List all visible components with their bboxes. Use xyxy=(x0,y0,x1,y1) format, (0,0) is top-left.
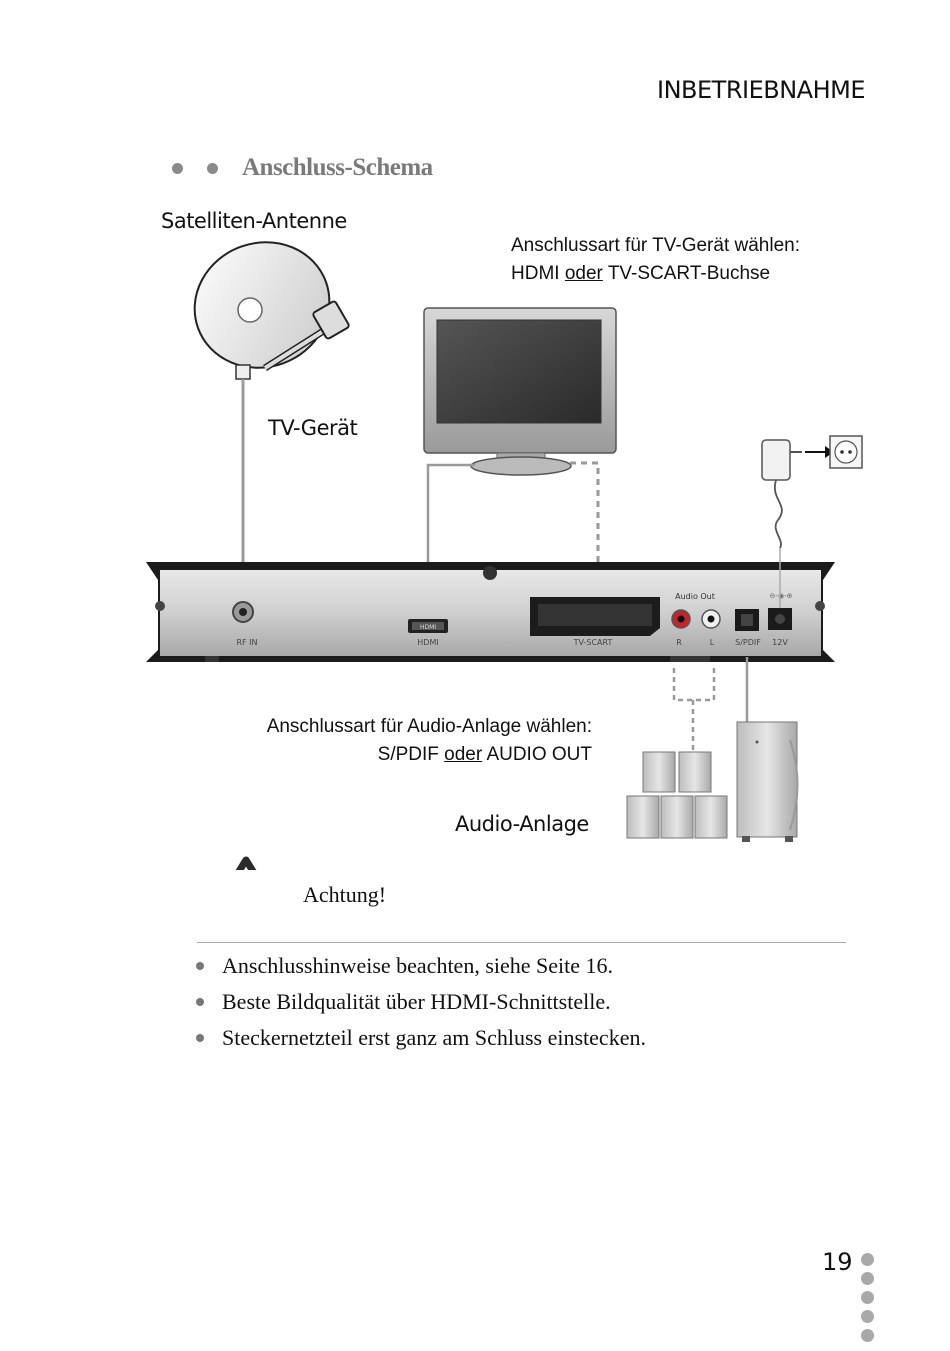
bullet-dot xyxy=(196,1034,204,1042)
audio-label: Audio-Anlage xyxy=(455,812,589,836)
warning-bullet-list: Anschlusshinweise beachten, siehe Seite … xyxy=(196,948,646,1056)
audio-l-port xyxy=(701,609,721,629)
audio-note-audio-out: AUDIO OUT xyxy=(486,744,592,765)
scart-cable xyxy=(570,461,600,600)
audio-note-line1: Anschlussart für Audio-Anlage wählen: xyxy=(266,716,592,737)
section-title: Anschluss-Schema xyxy=(242,154,433,181)
audio-l-label: L xyxy=(710,638,715,647)
page-header-title: INBETRIEBNAHME xyxy=(657,76,866,104)
tv-note-scart: TV-SCART-Buchse xyxy=(607,263,771,284)
rf-in-label: RF IN xyxy=(236,638,257,647)
heading-dot xyxy=(172,162,183,174)
tv-scart-label: TV-SCART xyxy=(573,638,613,647)
tv-label: TV-Gerät xyxy=(268,416,358,440)
page-dot xyxy=(861,1310,874,1323)
audio-out-label: Audio Out xyxy=(675,592,715,601)
spdif-port xyxy=(735,609,759,631)
heading-dot xyxy=(207,162,218,174)
dc-12v-port xyxy=(768,608,792,630)
tv-note-or: oder xyxy=(564,263,603,284)
wall-socket-icon xyxy=(829,435,863,469)
warning-title: Achtung! xyxy=(303,882,387,907)
page-dot xyxy=(861,1291,874,1304)
page-dot xyxy=(861,1272,874,1285)
section-heading: Anschluss-Schema xyxy=(172,154,433,182)
audio-note-spdif: S/PDIF xyxy=(377,744,439,765)
tv-note-line2: HDMI oder TV-SCART-Buchse xyxy=(511,260,800,288)
list-item-text: Beste Bildqualität über HDMI-Schnittstel… xyxy=(222,989,611,1014)
audio-r-port xyxy=(671,609,691,629)
hdmi-port xyxy=(408,619,448,633)
antenna-label: Satelliten-Antenne xyxy=(161,209,347,233)
audio-out-cable xyxy=(672,668,716,702)
page-dot xyxy=(861,1253,874,1266)
bullet-dot xyxy=(196,962,204,970)
page-dots-decoration xyxy=(861,1253,874,1342)
divider xyxy=(197,942,846,943)
power-adapter-icon xyxy=(761,439,834,549)
page-dot xyxy=(861,1329,874,1342)
connection-diagram: RF IN HDMI HDMI TV-SCART Audio Out R L S… xyxy=(146,241,863,870)
bullet-dot xyxy=(196,998,204,1006)
rf-in-port xyxy=(232,601,254,623)
dc-12v-label: 12V xyxy=(772,638,788,647)
satellite-dish-icon xyxy=(193,241,350,380)
list-item: Beste Bildqualität über HDMI-Schnittstel… xyxy=(196,984,646,1020)
tv-icon xyxy=(423,307,617,476)
dc-polarity-symbol: ⊖-◉-⊕ xyxy=(770,592,793,600)
page-number: 19 xyxy=(822,1248,853,1276)
audio-note-or: oder xyxy=(444,744,483,765)
audio-note-line2: S/PDIF oder AUDIO OUT xyxy=(267,741,592,769)
list-item-text: Steckernetzteil erst ganz am Schluss ein… xyxy=(222,1025,646,1050)
speaker-set-icon xyxy=(626,751,728,839)
list-item: Anschlusshinweise beachten, siehe Seite … xyxy=(196,948,646,984)
list-item: Steckernetzteil erst ganz am Schluss ein… xyxy=(196,1020,646,1056)
scart-port xyxy=(530,597,660,636)
hdmi-label: HDMI xyxy=(417,638,438,647)
spdif-label: S/PDIF xyxy=(735,638,761,647)
audio-connection-note: Anschlussart für Audio-Anlage wählen: S/… xyxy=(267,713,592,769)
tv-note-hdmi: HDMI xyxy=(511,263,560,284)
tv-note-line1: Anschlussart für TV-Gerät wählen: xyxy=(511,235,800,256)
tv-connection-note: Anschlussart für TV-Gerät wählen: HDMI o… xyxy=(511,232,800,288)
audio-r-label: R xyxy=(676,638,682,647)
hdmi-plug-label: HDMI xyxy=(420,624,436,631)
subwoofer-icon xyxy=(736,721,799,842)
list-item-text: Anschlusshinweise beachten, siehe Seite … xyxy=(222,953,614,978)
warning-icon xyxy=(235,856,257,870)
